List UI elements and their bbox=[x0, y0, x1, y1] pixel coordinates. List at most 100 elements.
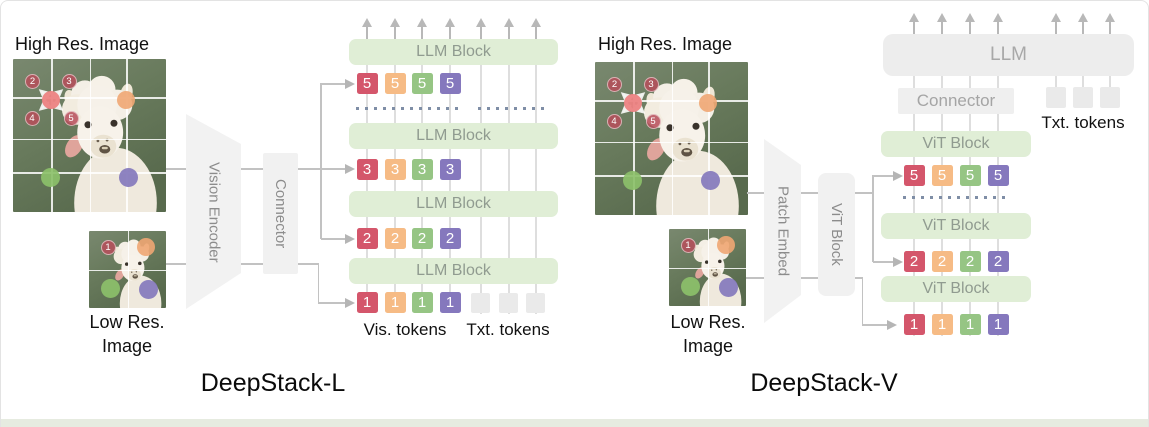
feed-arrow-row1 bbox=[345, 298, 355, 308]
branch-line bbox=[861, 277, 863, 325]
output-arrow-shaft bbox=[1109, 22, 1111, 34]
vis-token: 2 bbox=[959, 251, 981, 272]
connector-line bbox=[241, 263, 263, 265]
left-low-res-label-line1: Low Res. bbox=[89, 312, 165, 332]
llm-block-4: LLM Block bbox=[349, 39, 558, 65]
feed-arrow-row1 bbox=[887, 320, 897, 330]
connector-line bbox=[801, 192, 818, 194]
green-patch-dot bbox=[100, 278, 120, 298]
left-high-res-label: High Res. Image bbox=[15, 34, 150, 54]
left-low-res-label-line2: Image bbox=[101, 336, 153, 356]
txt-token bbox=[1073, 87, 1093, 108]
patch-marker-5: 5 bbox=[645, 113, 661, 129]
output-arrow bbox=[362, 18, 372, 27]
feed-arrow-row2 bbox=[893, 257, 903, 267]
grid-line bbox=[89, 269, 166, 272]
output-arrow bbox=[417, 18, 427, 27]
vis-token: 2 bbox=[903, 251, 925, 272]
output-arrow bbox=[965, 13, 975, 22]
branch-line bbox=[320, 83, 322, 239]
left-diagram-title: DeepStack-L bbox=[200, 369, 346, 397]
llm-block-2: LLM Block bbox=[349, 191, 558, 217]
output-arrow-shaft bbox=[1082, 22, 1084, 34]
vis-token: 1 bbox=[959, 314, 981, 335]
output-arrow bbox=[531, 18, 541, 27]
vis-token: 5 bbox=[356, 73, 378, 94]
grid-line bbox=[708, 62, 710, 215]
txt-token bbox=[1046, 87, 1066, 108]
right-high-res-label: High Res. Image bbox=[598, 34, 733, 54]
green-patch-dot bbox=[41, 167, 61, 187]
connector-line bbox=[855, 192, 873, 194]
txt-token bbox=[499, 293, 518, 313]
connector-line bbox=[862, 324, 887, 326]
txt-token bbox=[471, 293, 490, 313]
grid-line bbox=[126, 59, 128, 212]
vis-token: 5 bbox=[903, 165, 925, 186]
connector-line bbox=[241, 168, 263, 170]
output-arrow bbox=[909, 13, 919, 22]
token-column-line bbox=[1082, 76, 1084, 87]
ellipsis-separator bbox=[478, 107, 546, 110]
connector-line bbox=[801, 277, 818, 279]
connector-line bbox=[166, 263, 186, 265]
orange-patch-dot bbox=[117, 90, 136, 109]
patch-marker-5: 5 bbox=[63, 110, 79, 126]
branch-line bbox=[872, 175, 874, 262]
patch-embed-label: Patch Embed bbox=[774, 185, 792, 277]
vision-encoder-shape bbox=[186, 114, 241, 309]
output-arrow-shaft bbox=[969, 22, 971, 34]
token-column-line bbox=[969, 76, 971, 336]
purple-patch-dot bbox=[138, 279, 158, 299]
right-low-res-label-line1: Low Res. bbox=[670, 312, 746, 332]
txt-tokens-label: Txt. tokens bbox=[1041, 113, 1125, 132]
patch-marker-4: 4 bbox=[606, 113, 622, 129]
green-patch-dot bbox=[623, 170, 643, 190]
patch-marker-3: 3 bbox=[643, 76, 659, 92]
patch-embed-shape bbox=[764, 139, 801, 323]
vis-token: 5 bbox=[411, 73, 433, 94]
vision-encoder-label: Vision Encoder bbox=[205, 161, 223, 263]
orange-patch-dot bbox=[137, 238, 155, 256]
purple-patch-dot bbox=[118, 167, 138, 187]
output-arrow-shaft bbox=[480, 27, 482, 39]
patch-marker-3: 3 bbox=[61, 73, 77, 89]
right-low-res-image: 1 bbox=[669, 229, 746, 306]
token-column-line bbox=[941, 76, 943, 336]
vis-token: 2 bbox=[411, 228, 433, 249]
vit-block-tower bbox=[818, 173, 855, 296]
vis-token: 5 bbox=[931, 165, 953, 186]
txt-token bbox=[526, 293, 545, 313]
patch-marker-2: 2 bbox=[25, 73, 40, 89]
vis-token: 5 bbox=[959, 165, 981, 186]
output-arrow bbox=[993, 13, 1003, 22]
left-high-res-image: 2 3 4 5 bbox=[13, 59, 166, 212]
token-column-line bbox=[480, 39, 482, 314]
patch-marker-1: 1 bbox=[100, 239, 116, 255]
vis-token: 1 bbox=[903, 314, 925, 335]
token-column-line bbox=[1055, 76, 1057, 87]
output-arrow bbox=[476, 18, 486, 27]
center-patch-dot bbox=[41, 90, 60, 109]
feed-arrow-row5 bbox=[345, 79, 355, 89]
token-column-line bbox=[1109, 76, 1111, 87]
output-arrow-shaft bbox=[1055, 22, 1057, 34]
grid-line bbox=[13, 172, 166, 174]
ellipsis-separator bbox=[903, 196, 1009, 199]
vis-token: 5 bbox=[439, 73, 461, 94]
orange-patch-dot bbox=[717, 236, 735, 254]
vit-block-1: ViT Block bbox=[881, 276, 1031, 302]
right-high-res-image: 2 3 4 5 bbox=[595, 62, 748, 215]
connector-line bbox=[873, 261, 893, 263]
grid-line bbox=[633, 62, 635, 215]
connector-line bbox=[318, 302, 345, 304]
vit-block-2: ViT Block bbox=[881, 213, 1031, 239]
connector-line bbox=[873, 175, 893, 177]
purple-patch-dot bbox=[700, 170, 720, 190]
connector-line bbox=[855, 277, 863, 279]
grid-line bbox=[669, 267, 746, 270]
right-diagram-title: DeepStack-V bbox=[750, 369, 898, 397]
output-arrow bbox=[504, 18, 514, 27]
vis-token: 3 bbox=[439, 159, 461, 180]
